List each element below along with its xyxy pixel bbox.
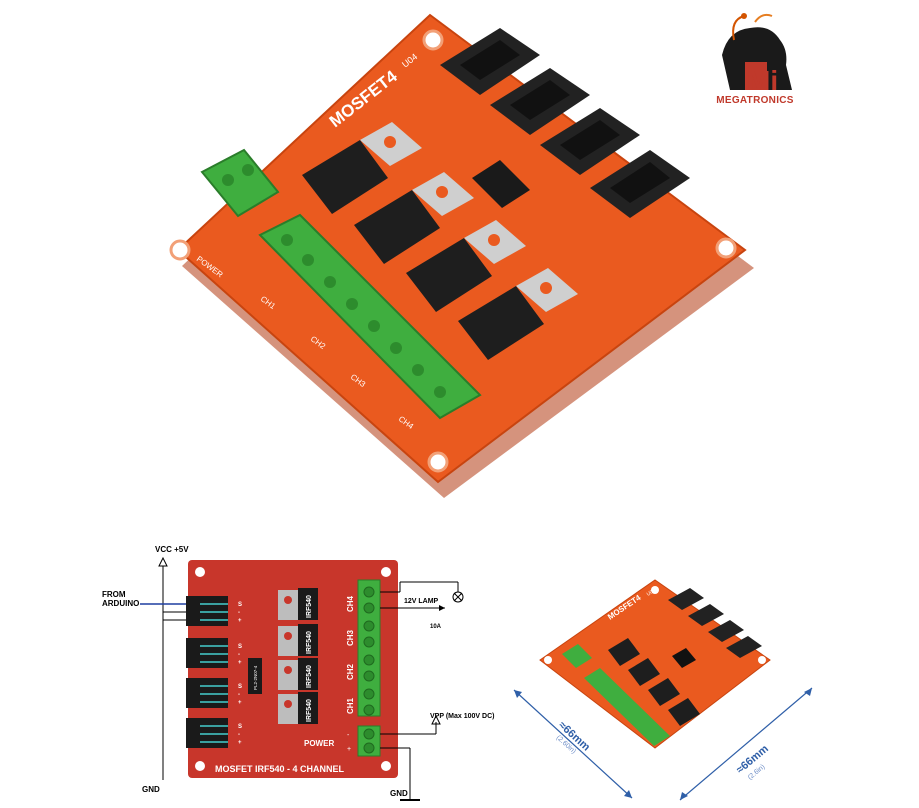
- from-label: FROM: [102, 590, 126, 599]
- svg-text:+: +: [347, 746, 351, 753]
- gorilla-icon: Mi: [722, 13, 792, 96]
- svg-text:IRF540: IRF540: [306, 631, 313, 654]
- board-photo: MOSFET4 U04 POWER: [169, 13, 754, 498]
- mounting-hole: [427, 451, 449, 473]
- diagram-chip: [248, 658, 262, 694]
- logo-text: MEGATRONICS: [716, 95, 794, 106]
- brand-logo: Mi: [700, 10, 810, 110]
- pin-label: +: [238, 660, 242, 666]
- svg-text:-: -: [347, 732, 350, 739]
- diagram-channel: CH1: [346, 697, 355, 714]
- diagram-mosfet: IRF540: [278, 588, 318, 620]
- mosfet: [302, 122, 422, 214]
- diagram-channel: CH3: [346, 629, 355, 646]
- chip-label: PL2-2N07-4: [253, 665, 258, 690]
- mosfet: [354, 172, 474, 264]
- input-connector: [186, 638, 228, 668]
- pin-label: S: [238, 724, 242, 730]
- pin-label: -: [238, 652, 240, 658]
- vpp-label: VPP (Max 100V DC): [430, 713, 494, 720]
- pin-label: S: [238, 644, 242, 650]
- output-terminal-block: [258, 213, 482, 420]
- gnd-label-left: GND: [142, 785, 160, 794]
- diagram-footer: MOSFET IRF540 - 4 CHANNEL: [215, 764, 345, 774]
- svg-text:IRF540: IRF540: [306, 665, 313, 688]
- small-pcb-board: [539, 579, 771, 749]
- vcc-label: VCC +5V: [155, 545, 189, 554]
- diagram-channel: CH2: [346, 663, 355, 680]
- mounting-hole: [715, 237, 737, 259]
- dimension-arrow: [513, 689, 633, 799]
- pin-label: -: [238, 692, 240, 698]
- wiring-diagram: VCC +5V GND FROM ARDUINO S -: [102, 545, 494, 801]
- lamp-label: 12V LAMP: [404, 598, 439, 605]
- svg-text:IRF540: IRF540: [306, 699, 313, 722]
- pin-label: S: [238, 602, 242, 608]
- jst-connector: [440, 28, 540, 95]
- pin-label: +: [238, 740, 242, 746]
- logo-initials: Mi: [747, 65, 778, 96]
- fuse-label: 10A: [430, 624, 442, 630]
- diagram-mosfet: IRF540: [278, 624, 318, 656]
- mosfet: [406, 220, 526, 312]
- input-connector: [186, 718, 228, 748]
- diagram-channel: CH4: [346, 595, 355, 612]
- pin-label: +: [238, 618, 242, 624]
- diagram-terminal: [357, 579, 381, 717]
- diagram-mosfet: IRF540: [278, 692, 318, 724]
- pin-label: -: [238, 732, 240, 738]
- jst-connector: [590, 150, 690, 218]
- gnd-label-right: GND: [390, 789, 408, 798]
- mounting-hole: [422, 29, 444, 51]
- svg-text:U04: U04: [646, 587, 657, 597]
- power-terminal: [200, 148, 280, 218]
- dimension-photo: MOSFET4 U04 ≈66mm (2.60in) ≈66mm (2.6in): [513, 579, 813, 801]
- diagram-power-terminal: [357, 725, 381, 757]
- arduino-label: ARDUINO: [102, 599, 139, 608]
- input-connector: [186, 678, 228, 708]
- diagram-power-label: POWER: [304, 739, 334, 748]
- dimension-arrow: [679, 687, 813, 801]
- diagram-mosfet: IRF540: [278, 658, 318, 690]
- mounting-hole: [169, 239, 191, 261]
- svg-text:IRF540: IRF540: [306, 595, 313, 618]
- mosfet: [458, 268, 578, 360]
- ic-chip: [472, 160, 530, 208]
- jst-connector: [540, 108, 640, 175]
- input-connector: [186, 596, 228, 626]
- pin-label: -: [238, 610, 240, 616]
- pin-label: S: [238, 684, 242, 690]
- jst-connector: [490, 68, 590, 135]
- pin-label: +: [238, 700, 242, 706]
